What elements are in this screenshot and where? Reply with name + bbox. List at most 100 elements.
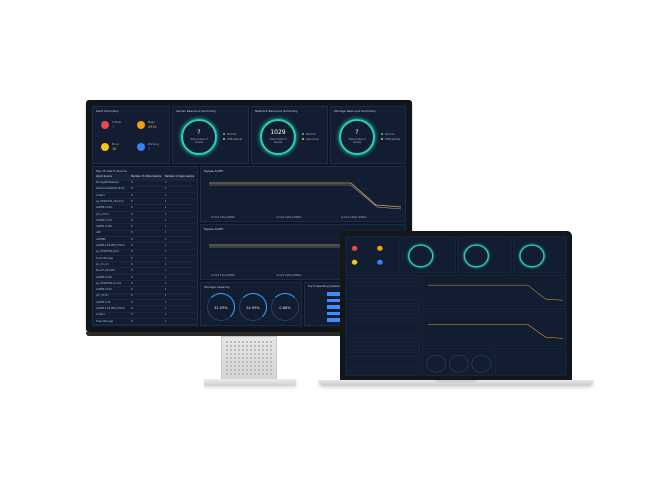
capacity-gauge-1-value: 24.99% [246, 305, 260, 310]
ingress-traffic-panel[interactable]: Egress traffic Current inflow 90Mb/s Cur… [200, 166, 406, 222]
table-cell: 8 [131, 294, 133, 298]
storage-count: ? [355, 129, 359, 136]
laptop-storage-panel[interactable] [512, 236, 567, 274]
legend-fault-dot [223, 138, 225, 140]
table-cell: 8 [131, 218, 133, 222]
laptop-gauge-1 [448, 354, 469, 373]
table-cell: 8 [131, 300, 133, 304]
table-cell: 1 [165, 269, 167, 273]
table-cell: 1 [165, 218, 167, 222]
table-cell: 8 [131, 319, 133, 323]
alert-warning-value: 2 [148, 147, 151, 151]
table-cell: 1 [165, 181, 167, 184]
table-cell: 1 [165, 307, 167, 310]
os-bar [327, 292, 353, 296]
laptop-egress-panel[interactable] [421, 311, 567, 347]
monitor-stand-base [204, 379, 296, 386]
table-cell: 1 [165, 313, 167, 317]
server-caption: Total number of devices [190, 138, 208, 144]
storage-capacity-panel[interactable]: Storage Capacity 31.09% 24.99% 0.68% [200, 282, 302, 326]
table-cell: StorageMiddleware [96, 181, 120, 184]
alert-minor-label: Minor [112, 143, 120, 146]
table-cell: 1 [165, 193, 167, 197]
storage-ring [519, 244, 545, 268]
table-cell: 1 [165, 256, 167, 260]
table-cell: 1 [165, 262, 167, 266]
table-cell: 1 [165, 199, 167, 203]
critical-icon [101, 121, 109, 129]
alert-summary-panel[interactable]: Alert Summary Critical 7 Major 4934 Mino… [92, 106, 170, 164]
table-cell: AGE88-12/6 PRB_STACK [96, 307, 125, 310]
alert-major-label: Major [148, 121, 156, 124]
monitor-stand-grille [225, 340, 273, 376]
server-ring [408, 244, 434, 268]
top-alarm-source-panel[interactable]: Top 15 Alarm Source Alarm Source Number … [92, 166, 198, 326]
table-cell: AGE88-1/36 [96, 300, 111, 304]
warning-icon [137, 143, 145, 151]
laptop-gauge-2 [471, 354, 492, 373]
table-cell: e-Stack [96, 193, 105, 197]
network-caption: Total number of devices [269, 138, 287, 144]
table-cell: 1 [165, 281, 167, 285]
network-legend-normal: Normal [306, 132, 316, 136]
legend-abnormal-dot [302, 138, 304, 140]
table-cell: 1 [165, 212, 167, 216]
laptop-alert-panel[interactable] [345, 236, 401, 274]
table-row[interactable]: AGE88-1/36 8 1 [95, 300, 195, 307]
laptop-network-panel[interactable] [457, 236, 512, 274]
laptop-server-panel[interactable] [401, 236, 456, 274]
storage-summary-panel[interactable]: Storage Resource Summary ? Total number … [330, 106, 406, 164]
server-legend-normal: Normal [227, 132, 237, 136]
table-cell: 1 [165, 288, 167, 292]
table-cell: pq_WH04204_11/13/11 [96, 199, 124, 203]
network-summary-panel[interactable]: Network Resource Summary 1029 Total numb… [251, 106, 328, 164]
storage-legend-fault: Offline/fault [385, 137, 401, 141]
egress-legend-0: Current inflow 90Mb/s [211, 274, 236, 277]
table-cell: 8 [131, 275, 133, 279]
laptop-table-panel[interactable] [345, 274, 421, 376]
outflow-line [209, 184, 402, 210]
laptop-ingress-panel[interactable] [421, 274, 567, 310]
table-cell: jkc_rho_01 [96, 262, 109, 266]
laptop-os-panel[interactable] [494, 347, 567, 376]
table-cell: AGEB8-12/6/1 [96, 206, 113, 210]
table-cell: 8 [131, 231, 133, 235]
table-cell: 8 [131, 187, 133, 191]
table-cell: 1 [165, 250, 167, 254]
table-cell: 8 [131, 237, 133, 241]
table-cell: 8 [131, 250, 133, 254]
storage-caption: Total number of devices [348, 138, 366, 144]
table-cell: 1 [165, 237, 167, 241]
inflow-line [209, 182, 402, 208]
major-icon [377, 245, 383, 251]
top-alarm-source-title: Top 15 Alarm Source [96, 169, 127, 173]
alert-major-value: 4934 [148, 125, 157, 129]
table-cell: 8 [131, 193, 133, 197]
laptop-capacity-panel[interactable] [421, 347, 494, 376]
table-row[interactable]: e-Stack 8 1 [95, 193, 195, 200]
server-summary-panel[interactable]: Server Resource Summary ? Total number o… [172, 106, 249, 164]
network-ring [463, 244, 490, 268]
server-legend-fault: Offline/fault [227, 137, 243, 141]
